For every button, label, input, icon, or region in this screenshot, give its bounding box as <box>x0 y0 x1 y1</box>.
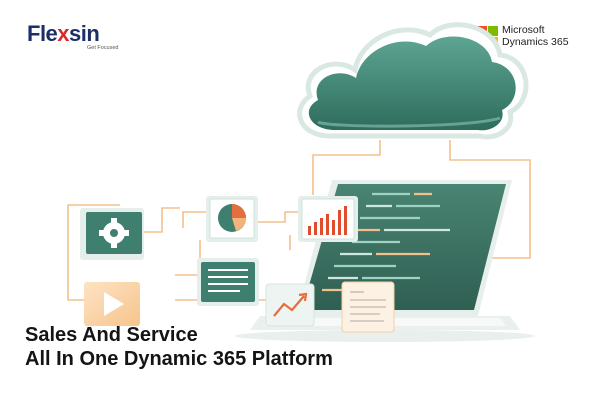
microsoft-label: Microsoft <box>502 24 545 36</box>
brand-name-accent: x <box>57 21 70 46</box>
connector-lines <box>67 140 531 301</box>
document-list-card <box>197 258 259 306</box>
code-lines <box>322 192 450 292</box>
flexsin-wordmark: Flexsin <box>27 23 137 45</box>
cloud-icon <box>297 22 529 140</box>
trend-card <box>265 283 315 327</box>
brand-tagline: Get Focused <box>87 45 119 51</box>
microsoft-dynamics-text: Microsoft Dynamics 365 <box>502 24 569 48</box>
brand-name-end: sin <box>69 21 100 46</box>
pie-chart-card <box>206 196 258 242</box>
document-card <box>341 281 395 333</box>
bar-chart-card <box>298 196 358 242</box>
dynamics-label: Dynamics 365 <box>502 35 569 48</box>
brand-name-start: Fle <box>27 21 58 46</box>
video-card <box>84 282 140 326</box>
headline: Sales And Service All In One Dynamic 365… <box>25 323 333 371</box>
flexsin-logo[interactable]: Flexsin Get Focused <box>27 23 137 53</box>
headline-line-2: All In One Dynamic 365 Platform <box>25 348 333 370</box>
headline-line-1: Sales And Service <box>25 324 198 346</box>
settings-card <box>80 208 144 260</box>
